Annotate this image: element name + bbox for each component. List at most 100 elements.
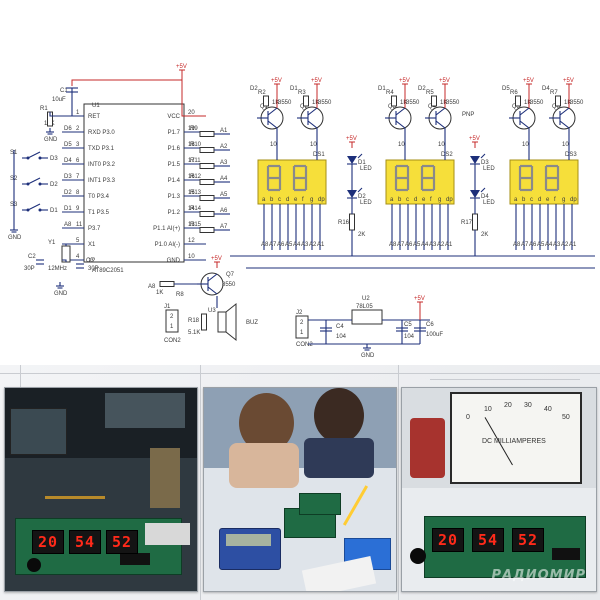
mcu-left-net-label: D2 bbox=[64, 190, 72, 196]
transistor-symbol bbox=[509, 106, 536, 130]
ground-switches: GND bbox=[8, 226, 22, 241]
segment-resistor bbox=[199, 163, 215, 169]
display-net-label: A5 bbox=[537, 242, 545, 248]
segment-net-label: A3 bbox=[220, 160, 228, 166]
buzzer-transistor-part: 8550 bbox=[222, 282, 236, 288]
ground-crystal: GND bbox=[54, 282, 68, 297]
switch-net-label: D2 bbox=[50, 182, 58, 188]
vcc-buzzer: +5V bbox=[211, 256, 222, 268]
segment-net-label: A4 bbox=[220, 176, 228, 182]
display-net-label: A3 bbox=[429, 242, 437, 248]
mcu-right-pin-name: P1.1 AI(+) bbox=[153, 226, 180, 232]
meter-tick-40: 40 bbox=[544, 406, 552, 413]
transistor-ref: Q5 bbox=[512, 104, 521, 110]
buzzer-connector-pin: 1 bbox=[170, 324, 174, 330]
segment-net-label: A7 bbox=[220, 224, 228, 230]
transistor-net-label: D2 bbox=[418, 86, 426, 92]
mcu-left-pin-number: 7 bbox=[76, 174, 80, 180]
base-resistor-ref: R4 bbox=[386, 90, 394, 96]
transistor-base-resistor bbox=[431, 95, 437, 107]
photo-soldering-scene bbox=[203, 387, 397, 592]
base-resistor-ref: R6 bbox=[510, 90, 518, 96]
mcu-ref: U1 bbox=[92, 103, 100, 109]
vcc-regulator: +5V bbox=[414, 296, 425, 308]
mcu-left-pin-number: 4 bbox=[76, 254, 80, 260]
switch-symbol bbox=[22, 151, 48, 160]
vcc-led: +5V bbox=[346, 136, 357, 148]
transistor-part: 8550 bbox=[318, 100, 332, 106]
buzzer-transistor bbox=[197, 272, 224, 296]
crystal-c3-ref: C3 bbox=[86, 258, 94, 264]
photo-assembled-board: 20 54 52 bbox=[4, 387, 198, 592]
display-pin-label: e bbox=[546, 197, 550, 203]
mcu-right-pin-name: P1.7 bbox=[168, 130, 181, 136]
mcu-right-pin-name: P1.6 bbox=[168, 146, 181, 152]
base-resistor-value: 1K bbox=[312, 100, 319, 106]
led-ref: D4 bbox=[481, 194, 489, 200]
transistor-net-label: D2 bbox=[250, 86, 258, 92]
vcc-transistor: +5V bbox=[563, 78, 574, 90]
base-resistor-ref: R7 bbox=[550, 90, 558, 96]
transistor-net-label: D5 bbox=[502, 86, 510, 92]
led-ref: D1 bbox=[358, 160, 366, 166]
display-pin-label: e bbox=[422, 197, 426, 203]
display-net-label: A6 bbox=[277, 242, 285, 248]
mcu-right-pin-name: P1.3 bbox=[168, 194, 181, 200]
led-label: LED bbox=[483, 166, 495, 172]
display-pin-label: dp bbox=[318, 197, 325, 203]
reset-cap-ref: C1 bbox=[60, 88, 68, 94]
digit-pair-minutes: 54 bbox=[69, 530, 101, 554]
mcu-right-pin-number: 14 bbox=[188, 206, 195, 212]
meter-tick-0: 0 bbox=[466, 414, 470, 421]
transistor-ref: Q3 bbox=[388, 104, 397, 110]
gnd-label: GND bbox=[44, 137, 58, 143]
display-pin-label: b bbox=[270, 197, 274, 203]
display-net-label: A6 bbox=[529, 242, 537, 248]
reset-vcc-wire bbox=[71, 79, 182, 86]
vcc-transistor: +5V bbox=[271, 78, 282, 90]
display-net-label: A7 bbox=[521, 242, 529, 248]
meter-tick-50: 50 bbox=[562, 414, 570, 421]
regulator-c6-ref: C6 bbox=[426, 322, 434, 328]
vcc-label: +5V bbox=[311, 78, 322, 84]
ground-regulator: GND bbox=[361, 344, 375, 359]
segment-resistor bbox=[199, 227, 215, 233]
power-connector-pin: 2 bbox=[300, 320, 304, 326]
base-resistor-value: 1K bbox=[400, 100, 407, 106]
buzzer-connector bbox=[165, 309, 179, 333]
segment-resistor-ref: R9 bbox=[190, 126, 198, 132]
transistor-symbol bbox=[385, 106, 412, 130]
mcu-right-pin-name: P1.5 bbox=[168, 162, 181, 168]
regulator-ref: U2 bbox=[362, 296, 370, 302]
display-pin-label: g bbox=[562, 197, 565, 203]
display-net-label: A4 bbox=[545, 242, 553, 248]
mcu-left-pin-number: 5 bbox=[76, 238, 80, 244]
segment-resistor bbox=[199, 179, 215, 185]
transistor-symbol bbox=[297, 106, 324, 130]
vcc-label: +5V bbox=[414, 296, 425, 302]
vcc-label: +5V bbox=[176, 64, 187, 70]
mcu-right-pin-name: P1.4 bbox=[168, 178, 181, 184]
crystal-c2-value: 30P bbox=[24, 266, 35, 272]
gnd-label: GND bbox=[54, 291, 68, 297]
display-net-label: A8 bbox=[513, 242, 521, 248]
vcc-led: +5V bbox=[469, 136, 480, 148]
mcu-left-net-label: D5 bbox=[64, 142, 72, 148]
mcu-left-pin-number: 9 bbox=[76, 206, 80, 212]
display-pin-label: c bbox=[406, 197, 409, 203]
display-net-label: A3 bbox=[553, 242, 561, 248]
transistor-symbol bbox=[257, 106, 284, 130]
display-pin-label: e bbox=[294, 197, 298, 203]
vcc-mcu: +5V bbox=[176, 64, 187, 76]
display-ref: DS1 bbox=[313, 152, 325, 158]
buzzer-horn bbox=[225, 302, 237, 342]
transistor-ref: Q6 bbox=[552, 104, 561, 110]
vcc-transistor: +5V bbox=[399, 78, 410, 90]
buzzer-r18-ref: R18 bbox=[188, 318, 200, 324]
display-net-label: A8 bbox=[389, 242, 397, 248]
mcu-left-net-label: D3 bbox=[64, 174, 72, 180]
display-pin-label: c bbox=[278, 197, 281, 203]
